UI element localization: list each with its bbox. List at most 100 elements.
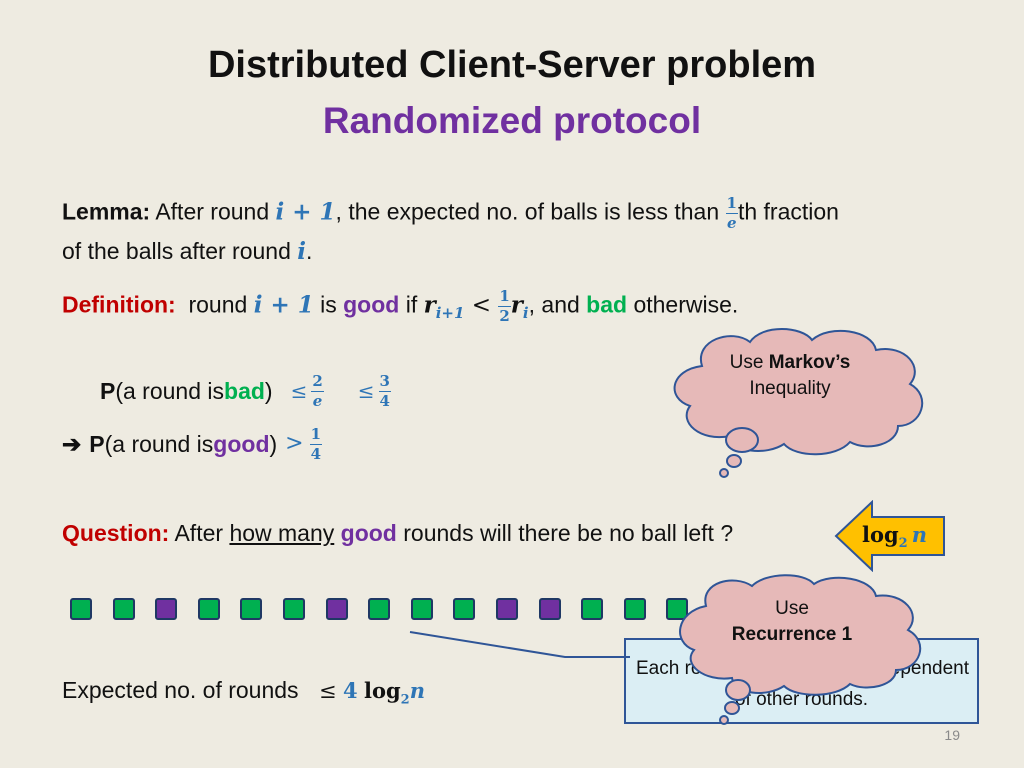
- definition-good: good: [343, 291, 400, 318]
- prob-bad-text-1: (a round is: [115, 378, 225, 404]
- definition-bad: bad: [586, 291, 628, 318]
- prob-good-good: good: [213, 431, 270, 457]
- recurrence-line-1: Use: [775, 598, 809, 619]
- definition-text-2: is: [313, 291, 344, 318]
- definition-text-1: round: [175, 291, 254, 318]
- markov-line-2: Inequality: [749, 378, 831, 399]
- round-square-green: [368, 598, 390, 620]
- lemma-label: Lemma:: [62, 198, 151, 225]
- cloud-icon: [673, 328, 923, 478]
- expected-n: n: [409, 678, 425, 703]
- expected-le: ≤: [318, 679, 337, 703]
- good-frac-den: 4: [310, 444, 322, 463]
- question-line: Question: After how many good rounds wil…: [62, 519, 733, 547]
- prob-good-gt: >: [285, 431, 304, 456]
- half-den: 2: [499, 307, 510, 325]
- lemma-math-i: i: [297, 238, 307, 265]
- callout-connector: [409, 631, 630, 658]
- slide-title: Distributed Client-Server problem: [207, 44, 817, 86]
- markov-cloud-text: Use Markov’s Inequality: [692, 350, 888, 402]
- half-num: 1: [498, 287, 511, 307]
- prob-good-P: P: [89, 431, 105, 457]
- definition-math-i-plus-1: i + 1: [253, 291, 314, 319]
- frac2-num: 3: [378, 371, 391, 392]
- round-square-green: [453, 598, 475, 620]
- question-good: good: [340, 520, 397, 546]
- answer-log: log: [862, 522, 899, 547]
- round-square-green: [70, 598, 92, 620]
- round-square-green: [624, 598, 646, 620]
- frac1-den: e: [312, 391, 323, 410]
- frac1-num: 2: [311, 371, 324, 392]
- markov-use: Use: [729, 352, 769, 373]
- definition-label: Definition:: [62, 291, 176, 318]
- expected-rounds-line: Expected no. of rounds ≤ 4 log2n: [62, 676, 425, 715]
- definition-text-3: if: [399, 291, 424, 318]
- definition-r-base: r: [423, 291, 436, 319]
- definition-text-5: otherwise.: [627, 291, 739, 318]
- page-number: 19: [944, 727, 960, 743]
- prob-bad-le-1: ≤: [290, 379, 308, 403]
- round-square-purple: [326, 598, 348, 620]
- answer-log-base: 2: [898, 536, 908, 552]
- frac2-den: 4: [379, 391, 390, 410]
- recurrence-cloud-text: Use Recurrence 1: [692, 596, 892, 648]
- question-text-3: rounds will there be no ball left ?: [396, 520, 734, 546]
- definition-r2-base: r: [510, 291, 523, 319]
- round-square-green: [411, 598, 433, 620]
- prob-bad-text-2: ): [264, 378, 273, 404]
- round-square-purple: [539, 598, 561, 620]
- prob-bad-bad: bad: [224, 378, 265, 404]
- slide-subtitle: Randomized protocol: [322, 100, 702, 141]
- expected-text: Expected no. of rounds: [62, 677, 299, 703]
- lemma-frac-num: 1: [725, 194, 738, 214]
- lemma-line2-end: .: [306, 238, 313, 264]
- round-square-green: [240, 598, 262, 620]
- round-square-green: [666, 598, 688, 620]
- expected-four: 4: [342, 678, 358, 703]
- answer-n: n: [911, 522, 927, 547]
- recurrence-line-2: Recurrence 1: [731, 624, 853, 645]
- markov-thought-cloud: Use Markov’s Inequality: [662, 322, 934, 482]
- implies-arrow-icon: ➔: [62, 431, 82, 457]
- question-text-1: After: [169, 520, 230, 546]
- good-frac-num: 1: [309, 424, 323, 445]
- round-square-green: [581, 598, 603, 620]
- definition-line: Definition: round i + 1 is good if ri+1 …: [62, 289, 738, 327]
- prob-bad-P: P: [100, 378, 116, 404]
- round-square-purple: [496, 598, 518, 620]
- lemma-frac-den: e: [726, 214, 737, 232]
- question-how-many: how many: [229, 520, 335, 546]
- lemma-text-3: th fraction: [737, 198, 839, 225]
- markov-line-1: Use Markov’s: [692, 350, 888, 376]
- lemma-text-1: After round: [150, 198, 276, 225]
- lemma-math-i-plus-1: i + 1: [275, 198, 336, 226]
- lemma-line2-text: of the balls after round: [62, 238, 298, 264]
- round-square-green: [283, 598, 305, 620]
- lemma-text-2: , the expected no. of balls is less than: [335, 198, 726, 225]
- cloud-icon: [679, 574, 921, 725]
- lemma-line-1: Lemma: After round i + 1, the expected n…: [62, 196, 839, 231]
- expected-log-base: 2: [400, 692, 410, 708]
- round-square-purple: [155, 598, 177, 620]
- prob-bad-le-2: ≤: [357, 379, 375, 403]
- markov-name: Markov’s: [768, 352, 851, 373]
- round-square-green: [113, 598, 135, 620]
- definition-r-sub: i+1: [435, 304, 465, 323]
- round-square-green: [198, 598, 220, 620]
- prob-good-text-1: (a round is: [104, 431, 214, 457]
- definition-less-than: <: [464, 292, 499, 319]
- lemma-line-2: of the balls after round i.: [62, 237, 312, 266]
- left-arrow-icon: [834, 500, 945, 572]
- definition-r2-sub: i: [522, 304, 529, 323]
